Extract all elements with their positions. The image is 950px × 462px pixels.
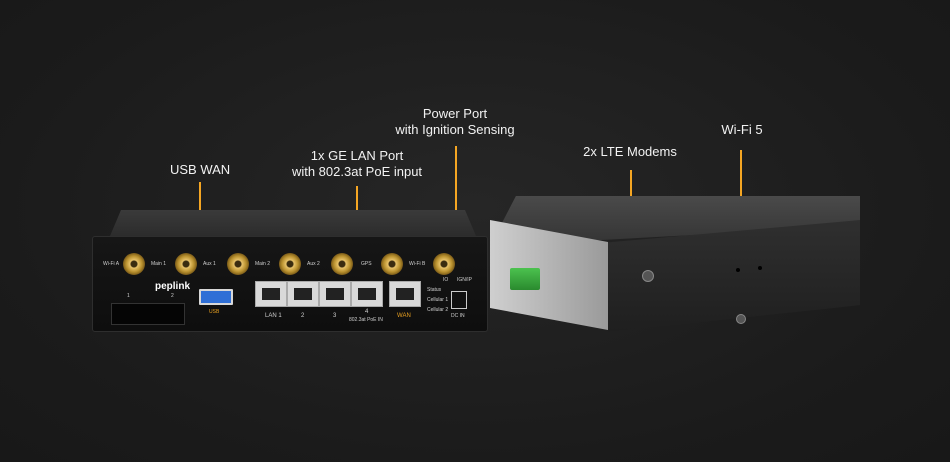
antenna-connector-aux-2 <box>331 253 353 275</box>
callout-line-wifi <box>740 150 742 206</box>
callout-power-port-line2: with Ignition Sensing <box>395 122 515 137</box>
ethernet-port-lan-3[interactable] <box>319 281 351 307</box>
antenna-label-wifi-a: Wi-Fi A <box>103 261 120 267</box>
router-side-details <box>608 220 860 332</box>
antenna-label-aux-1: Aux 1 <box>203 261 216 267</box>
ground-screw-icon <box>642 270 654 282</box>
antenna-connector-main-2 <box>279 253 301 275</box>
power-port[interactable] <box>451 291 467 309</box>
router-front-panel: Wi-Fi A Main 1 Aux 1 Main 2 Aux 2 GPS Wi… <box>92 236 488 332</box>
antenna-label-main-2: Main 2 <box>255 261 271 267</box>
reset-button[interactable] <box>736 314 746 324</box>
antenna-label-gps: GPS <box>361 261 372 267</box>
antenna-label-aux-2: Aux 2 <box>307 261 320 267</box>
lan-label-3: 3 <box>333 313 337 319</box>
cellular-1-led-label: Cellular 1 <box>427 297 449 303</box>
dc-in-label: DC IN <box>451 313 465 319</box>
antenna-connector-main-1 <box>175 253 197 275</box>
lan-label-4: 4 <box>365 309 369 315</box>
usb-port-label: USB <box>209 309 220 315</box>
callout-lan-port-line2: with 802.3at PoE input <box>291 164 423 179</box>
ethernet-port-lan-2[interactable] <box>287 281 319 307</box>
callout-usb-wan: USB WAN <box>170 162 231 177</box>
poe-label: 802.3at PoE IN <box>349 317 383 323</box>
callout-wifi: Wi-Fi 5 <box>721 122 763 137</box>
antenna-connector-wifi-a <box>123 253 145 275</box>
callout-lan-port: 1x GE LAN Port with 802.3at PoE input <box>282 148 432 180</box>
antenna-label-main-1: Main 1 <box>151 261 167 267</box>
indicator-hole-2 <box>758 266 762 270</box>
antenna-label-wifi-b: Wi-Fi B <box>409 261 426 267</box>
antenna-connector-gps <box>381 253 403 275</box>
terminal-block-connector[interactable] <box>510 268 540 290</box>
sim-tray[interactable] <box>111 303 185 325</box>
io-label: IO <box>443 277 449 283</box>
wan-label: WAN <box>397 313 411 319</box>
lan-label-2: 2 <box>301 313 305 319</box>
sim-slot-label-2: 2 <box>171 293 174 299</box>
callout-lan-port-line1: 1x GE LAN Port <box>310 148 404 163</box>
status-led-label: Status <box>427 287 442 293</box>
router-front-view: Wi-Fi A Main 1 Aux 1 Main 2 Aux 2 GPS Wi… <box>92 210 488 332</box>
ethernet-port-lan-1[interactable] <box>255 281 287 307</box>
sim-slot-label-1: 1 <box>127 293 130 299</box>
lan-label-1: LAN 1 <box>265 313 282 319</box>
callout-lte-modems: 2x LTE Modems <box>583 144 677 159</box>
router-top-surface <box>110 210 476 236</box>
router-side-view <box>490 196 860 336</box>
antenna-connector-aux-1 <box>227 253 249 275</box>
peplink-logo: peplink <box>155 281 191 292</box>
ethernet-port-lan-4-poe[interactable] <box>351 281 383 307</box>
usb-port[interactable] <box>199 289 233 305</box>
cellular-2-led-label: Cellular 2 <box>427 307 449 313</box>
antenna-connector-wifi-b <box>433 253 455 275</box>
ign-label: IGN/IP <box>457 277 473 283</box>
indicator-hole-1 <box>736 268 740 272</box>
ethernet-port-wan[interactable] <box>389 281 421 307</box>
callout-power-port: Power Port with Ignition Sensing <box>385 106 525 138</box>
callout-power-port-line1: Power Port <box>422 106 488 121</box>
